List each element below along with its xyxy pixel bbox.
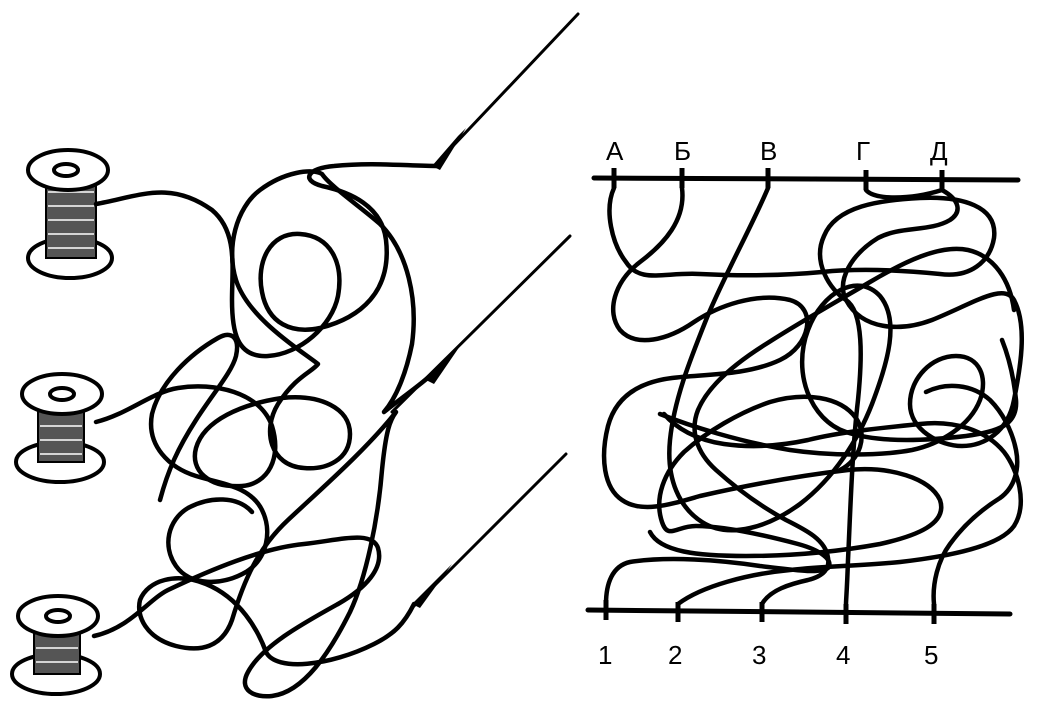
- spool-middle: [16, 374, 104, 482]
- bottom-bar: [588, 610, 1010, 614]
- top-label-d: Д: [930, 136, 948, 166]
- needle-bottom: [412, 454, 566, 608]
- top-bar: [594, 178, 1018, 180]
- right-thread-2: [664, 414, 1021, 604]
- top-label-a: А: [606, 136, 624, 166]
- right-thread-b: [604, 188, 941, 556]
- bottom-label-4: 4: [836, 640, 850, 670]
- top-label-b: Б: [674, 136, 691, 166]
- bottom-label-3: 3: [752, 640, 766, 670]
- top-label-v: В: [760, 136, 777, 166]
- spool-bottom: [12, 596, 100, 694]
- left-thread-1: [96, 164, 438, 356]
- bottom-label-2: 2: [668, 640, 682, 670]
- left-thread-4: [151, 335, 267, 582]
- right-puzzle: А Б В Г Д 1 2 3 4 5: [588, 136, 1022, 670]
- left-thread-3: [94, 412, 414, 696]
- right-thread-d: [660, 190, 1022, 455]
- bottom-label-1: 1: [598, 640, 612, 670]
- spool-top: [28, 150, 112, 278]
- left-puzzle: [12, 14, 578, 696]
- top-label-g: Г: [856, 136, 870, 166]
- needle-top: [432, 14, 578, 170]
- bottom-label-5: 5: [924, 640, 938, 670]
